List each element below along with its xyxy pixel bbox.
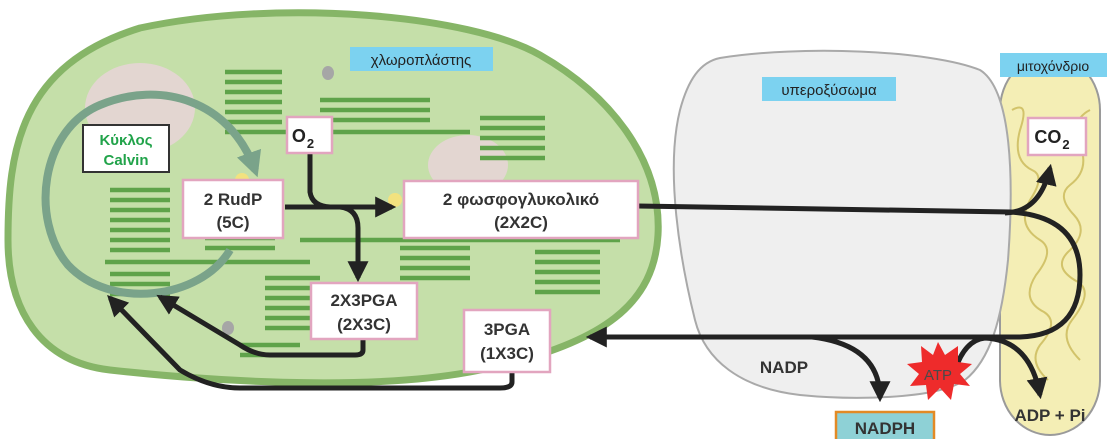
mitochondrion-label: μιτοχόνδριο [1000, 53, 1107, 77]
glycolate-loop-arrow [585, 203, 1083, 348]
phosphoglycolate-line1: 2 φωσφογλυκολικό [443, 190, 599, 209]
o2-box: O2 [285, 115, 334, 155]
chloroplast-label: χλωροπλάστης [350, 47, 493, 71]
pga1-box: 3PGA (1X3C) [462, 308, 552, 374]
pga2-line2: (2X3C) [337, 315, 391, 334]
co2-release-arrow [1004, 163, 1057, 216]
junction-to-pga-arrow [339, 204, 369, 283]
calvin-box-bg [82, 124, 170, 173]
pathway-arrows [107, 150, 1083, 403]
pga2-line1: 2X3PGA [330, 291, 397, 310]
co2-subscript: 2 [1062, 137, 1069, 152]
peroxisome-label-text: υπεροξύσωμα [781, 82, 877, 99]
chloroplast-label-bg [350, 47, 493, 71]
nadph-box-bg [834, 410, 936, 439]
co2-main: CO [1034, 127, 1061, 147]
co2-label: CO2 [1034, 127, 1069, 152]
mitochondrion-label-text: μιτοχόνδριο [1017, 58, 1090, 74]
mitochondrion-label-bg [1000, 53, 1107, 77]
calvin-label-line1: Κύκλος [99, 132, 152, 149]
rudp-box: 2 RudP (5C) [181, 178, 285, 240]
nadph-label: NADPH [855, 419, 915, 438]
o2-subscript: 2 [307, 136, 314, 151]
pga1-line2: (1X3C) [480, 344, 534, 363]
rudp-line2: (5C) [216, 213, 249, 232]
chloroplast-label-text: χλωροπλάστης [371, 52, 472, 69]
atp-burst: ATP [907, 342, 972, 400]
pga1-line1: 3PGA [484, 320, 530, 339]
atp-label: ATP [924, 367, 952, 384]
co2-box-bg [1026, 116, 1088, 157]
pga2-box: 2X3PGA (2X3C) [309, 281, 419, 341]
pga1-box-bg [462, 308, 552, 374]
calvin-box: Κύκλος Calvin [82, 124, 170, 173]
pga2-box-bg [309, 281, 419, 341]
o2-label: O2 [292, 126, 314, 151]
nadp-to-nadph-arrow [811, 334, 891, 403]
rudp-box-bg [181, 178, 285, 240]
calvin-label-line2: Calvin [103, 152, 148, 169]
rudp-line1: 2 RudP [204, 190, 263, 209]
mitochondrion [999, 54, 1101, 436]
pga1-to-calvin-arrow [107, 294, 515, 391]
calvin-cycle-arrow [41, 90, 262, 298]
nadp-label: NADP [760, 358, 808, 377]
co2-box: CO2 [1026, 116, 1088, 157]
nadph-box: NADPH [834, 410, 936, 439]
atp-burst-shape [907, 342, 972, 400]
phosphoglycolate-line2: (2X2C) [494, 213, 548, 232]
o2-box-bg [285, 115, 334, 155]
o2-main: O [292, 126, 306, 146]
phosphoglycolate-box-bg [402, 179, 640, 240]
peroxisome-label-bg [762, 77, 896, 101]
pga2-to-calvin-arrow [156, 294, 366, 358]
atp-to-adp-arrow [952, 335, 1048, 400]
plastoglobule [322, 66, 334, 80]
phosphoglycolate-box: 2 φωσφογλυκολικό (2X2C) [402, 179, 640, 240]
peroxisome-label: υπεροξύσωμα [762, 77, 896, 101]
plastoglobule [222, 321, 234, 335]
adp-label: ADP + Pi [1014, 406, 1085, 425]
